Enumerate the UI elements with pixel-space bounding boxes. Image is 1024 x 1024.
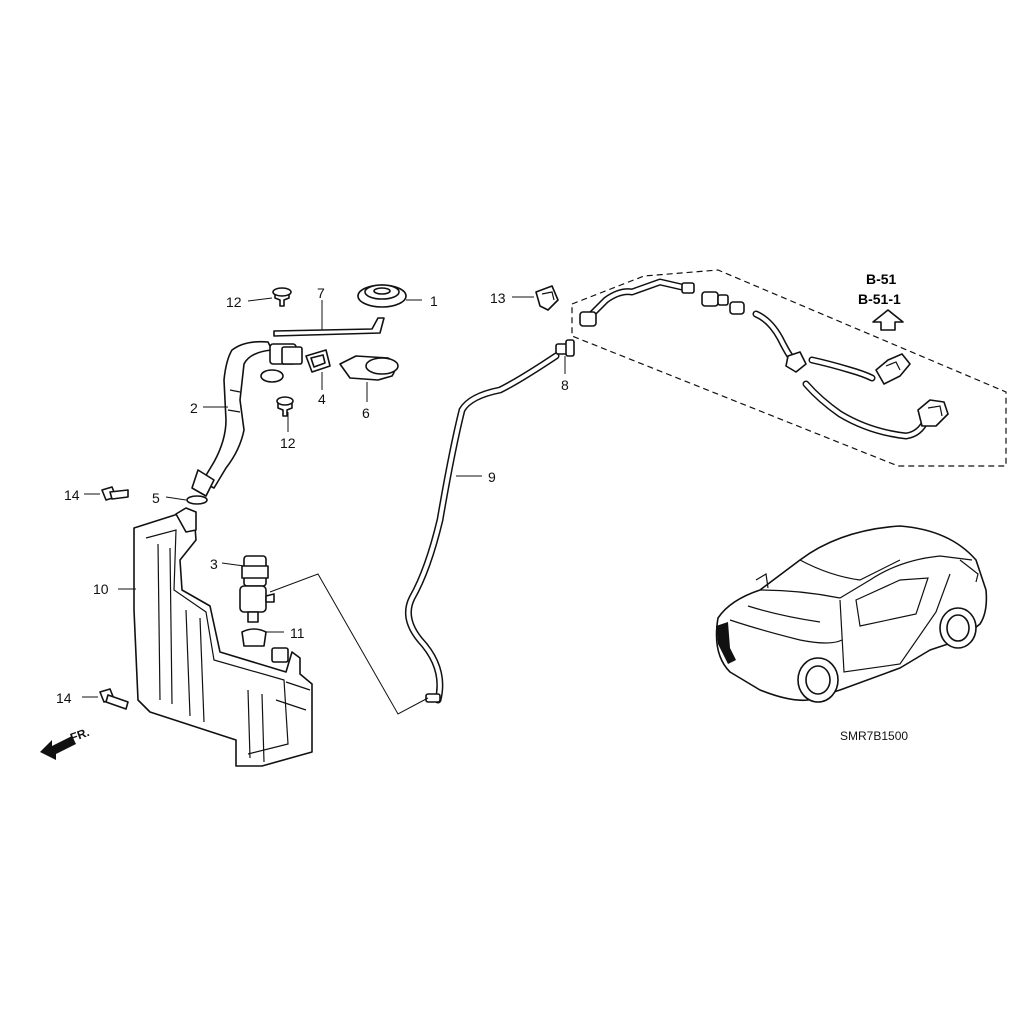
callout-3: 3 [210,556,218,572]
callout-leaders [82,296,566,698]
front-direction-marker: FR. [40,725,91,760]
filler-neck [191,340,303,497]
callout-11: 11 [290,625,305,641]
front-arrow-icon [40,736,76,760]
callout-14-upper: 14 [64,487,80,503]
callout-1: 1 [430,293,438,309]
washer-nozzle-lower [917,399,949,427]
callout-12-lower: 12 [280,435,296,451]
gasket [305,349,331,373]
callout-14-lower: 14 [56,690,72,706]
washer-tank [133,507,313,767]
filler-cap [357,284,407,308]
hose-joint [555,339,575,357]
clip-lower [276,396,294,417]
bolt-upper [101,486,129,501]
washer-pump [239,555,275,623]
callout-9: 9 [488,469,496,485]
callout-2: 2 [190,400,198,416]
nozzle-hose-assembly [579,278,949,440]
hose-clip [535,285,559,311]
filler-elbow [339,355,399,381]
callout-7: 7 [317,285,325,301]
callout-4: 4 [318,391,326,407]
car-location-illustration [715,525,988,703]
callout-8: 8 [561,377,569,393]
o-ring [186,495,208,505]
front-marker-label: FR. [68,725,91,745]
callout-10: 10 [93,581,109,597]
diagram-code: SMR7B1500 [840,729,908,743]
reference-arrow-icon [872,309,904,331]
pump-hose-leader [269,573,429,715]
callout-13: 13 [490,290,506,306]
callout-12-upper: 12 [226,294,242,310]
bolt-lower [99,688,129,710]
washer-hose-main [404,352,560,704]
pump-grommet [241,628,267,647]
reference-label-b51-1: B-51-1 [858,291,901,307]
filler-rod [273,317,385,337]
callout-5: 5 [152,490,160,506]
clip-upper [272,287,292,307]
reference-label-b51: B-51 [866,271,897,287]
callout-6: 6 [362,405,370,421]
washer-nozzle-upper [875,353,911,385]
reference-group-outline [571,269,1007,467]
